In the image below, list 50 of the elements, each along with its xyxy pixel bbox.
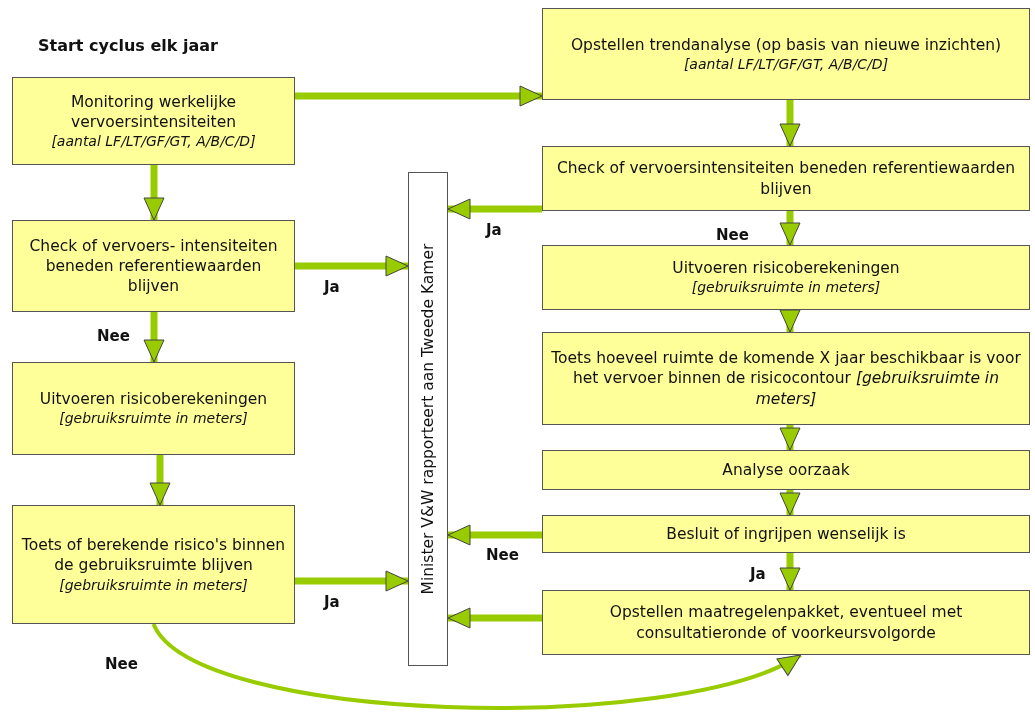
- arrow: [143, 312, 165, 363]
- arrow: [779, 309, 801, 333]
- arrow: [295, 255, 409, 277]
- process-box: [542, 450, 1030, 490]
- step-text: Toets hoeveel ruimte de komende X jaar beschikbaar is voor het vervoer binnen de risicocontour [gebruiksruimte in meters]: [550, 348, 1022, 409]
- start-heading: Start cyclus elk jaar: [38, 36, 218, 55]
- step-text: Toets of berekende risico's binnen de gebruiksruimte blijven: [20, 535, 287, 576]
- step-text: Uitvoeren risicoberekeningen: [39, 389, 268, 410]
- report-text: Minister V&W rapporteert aan Tweede Kamer: [417, 243, 438, 595]
- edge-label: Ja: [748, 565, 768, 583]
- arrow: [779, 100, 801, 147]
- arrow: [779, 553, 801, 591]
- unit-note: [gebruiksruimte in meters]: [691, 278, 881, 297]
- edge-label: Ja: [322, 593, 342, 611]
- step-text: Opstellen trendanalyse (op basis van nieuwe inzichten): [570, 34, 1002, 55]
- arrow: [447, 198, 542, 220]
- arrow: [779, 490, 801, 516]
- step-text: Besluit of ingrijpen wenselijk is: [666, 523, 906, 545]
- unit-note: [gebruiksruimte in meters]: [59, 575, 248, 594]
- arrow: [779, 425, 801, 451]
- process-box: [12, 362, 295, 455]
- arrow: [295, 85, 543, 107]
- step-text: Monitoring werkelijke vervoersintensiteiten: [69, 91, 238, 133]
- arrow: [151, 622, 802, 710]
- step-text: Uitvoeren risicoberekeningen: [672, 258, 900, 279]
- process-box: [542, 8, 1030, 100]
- unit-note: [aantal LF/LT/GF/GT, A/B/C/D]: [683, 54, 889, 74]
- unit-note: [aantal LF/LT/GF/GT, A/B/C/D]: [51, 132, 256, 151]
- arrow: [447, 607, 542, 629]
- step-text: Check of vervoersintensiteiten beneden referentiewaarden blijven: [555, 158, 1017, 199]
- arrow: [447, 524, 542, 546]
- step-text: Check of vervoers- intensiteiten beneden referentiewaarden blijven: [28, 235, 279, 297]
- process-box: [12, 505, 295, 624]
- arrow: [779, 211, 801, 246]
- process-box: [542, 332, 1030, 425]
- step-text: Analyse oorzaak: [722, 459, 850, 481]
- process-box: [12, 77, 295, 165]
- report-bar: [408, 172, 448, 666]
- unit-note: [gebruiksruimte in meters]: [59, 409, 248, 428]
- process-box: [542, 590, 1030, 655]
- arrow: [295, 570, 409, 592]
- process-box: [542, 245, 1030, 310]
- process-box: [12, 220, 295, 312]
- arrow: [143, 165, 165, 221]
- step-text: Opstellen maatregelenpakket, eventueel met consultatieronde of voorkeursvolgorde: [608, 602, 964, 643]
- edge-label: Ja: [322, 278, 342, 296]
- process-box: [542, 515, 1030, 553]
- process-box: [542, 146, 1030, 211]
- arrow: [149, 455, 171, 506]
- edge-label: Ja: [484, 221, 504, 239]
